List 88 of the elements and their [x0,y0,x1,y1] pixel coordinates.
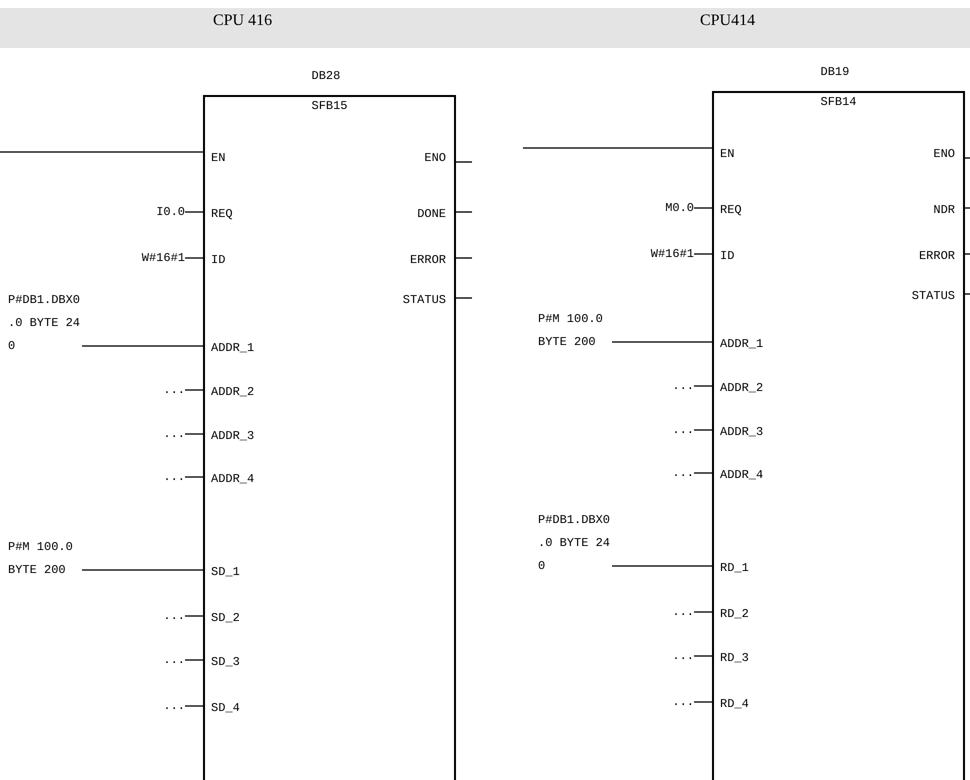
parameter-label: W#16#1 [538,243,694,266]
column-header: CPU414 [485,8,970,48]
pin-name: EN [720,147,734,161]
connection-line [185,659,203,661]
block-name: SFB15 [312,99,348,113]
parameter-label: ... [538,375,694,398]
parameter-label: ... [538,601,694,624]
instance-db-label: DB28 [312,69,340,83]
parameter-label: ... [8,466,185,489]
block-name: SFB14 [820,95,856,109]
connection-line [185,433,203,435]
parameter-label: ... [538,419,694,442]
connection-line [0,151,203,153]
connection-line [612,565,712,567]
parameter-label: I0.0 [8,201,185,224]
pin-name: ADDR_2 [211,385,254,399]
connection-line [82,345,203,347]
connection-line [456,297,472,299]
pin-name: REQ [211,207,233,221]
connection-line [694,472,712,474]
connection-line [185,389,203,391]
pin-name: RD_3 [720,651,749,665]
parameter-label: ... [8,605,185,628]
pin-name: REQ [720,203,742,217]
connection-line [694,385,712,387]
pin-name: ADDR_3 [211,429,254,443]
pin-name: EN [211,151,226,165]
connection-line [185,476,203,478]
column-header: CPU 416 [0,8,485,48]
connection-line [694,207,712,209]
connection-line [185,615,203,617]
pin-name: ADDR_2 [720,381,764,395]
pin-name: STATUS [402,293,446,307]
parameter-label: ... [8,649,185,672]
parameter-label: P#M 100.0 BYTE 200 [538,308,612,354]
connection-line [612,341,712,343]
connection-line [965,253,970,255]
pin-name: ADDR_3 [720,425,764,439]
connection-line [694,253,712,255]
pin-name: RD_4 [720,697,749,711]
pin-name: NDR [933,203,955,217]
parameter-label: M0.0 [538,197,694,220]
connection-line [694,429,712,431]
connection-line [82,569,203,571]
connection-line [965,157,970,159]
pin-name: ENO [933,147,955,161]
parameter-label: P#DB1.DBX0 .0 BYTE 24 0 [538,509,612,578]
pin-name: ERROR [410,253,446,267]
pin-name: DONE [417,207,446,221]
pin-name: RD_1 [720,561,749,575]
pin-name: ID [211,253,226,267]
connection-line [185,257,203,259]
instance-db-label: DB19 [820,65,850,79]
parameter-label: ... [538,462,694,485]
parameter-label: ... [8,423,185,446]
parameter-label: P#DB1.DBX0 .0 BYTE 24 0 [8,289,82,358]
parameter-label: W#16#1 [8,247,185,270]
parameter-label: ... [538,645,694,668]
connection-line [965,293,970,295]
connection-line [694,701,712,703]
pin-name: ID [720,249,734,263]
connection-line [185,705,203,707]
pin-name: ADDR_1 [720,337,764,351]
pin-name: SD_4 [211,701,240,715]
pin-name: SD_1 [211,565,240,579]
parameter-label: ... [8,695,185,718]
function-block [203,95,456,780]
connection-line [694,611,712,613]
pin-name: STATUS [912,289,955,303]
pin-name: ADDR_4 [211,472,254,486]
parameter-label: ... [8,379,185,402]
pin-name: ADDR_4 [720,468,764,482]
pin-name: ENO [424,151,446,165]
pin-name: ADDR_1 [211,341,254,355]
connection-line [456,211,472,213]
connection-line [694,655,712,657]
pin-name: ERROR [918,249,955,263]
connection-line [456,257,472,259]
parameter-label: ... [538,691,694,714]
parameter-label: P#M 100.0 BYTE 200 [8,536,82,582]
connection-line [456,161,472,163]
pin-name: RD_2 [720,607,749,621]
connection-line [965,207,970,209]
pin-name: SD_3 [211,655,240,669]
function-block [712,91,965,780]
connection-line [523,147,712,149]
connection-line [185,211,203,213]
pin-name: SD_2 [211,611,240,625]
